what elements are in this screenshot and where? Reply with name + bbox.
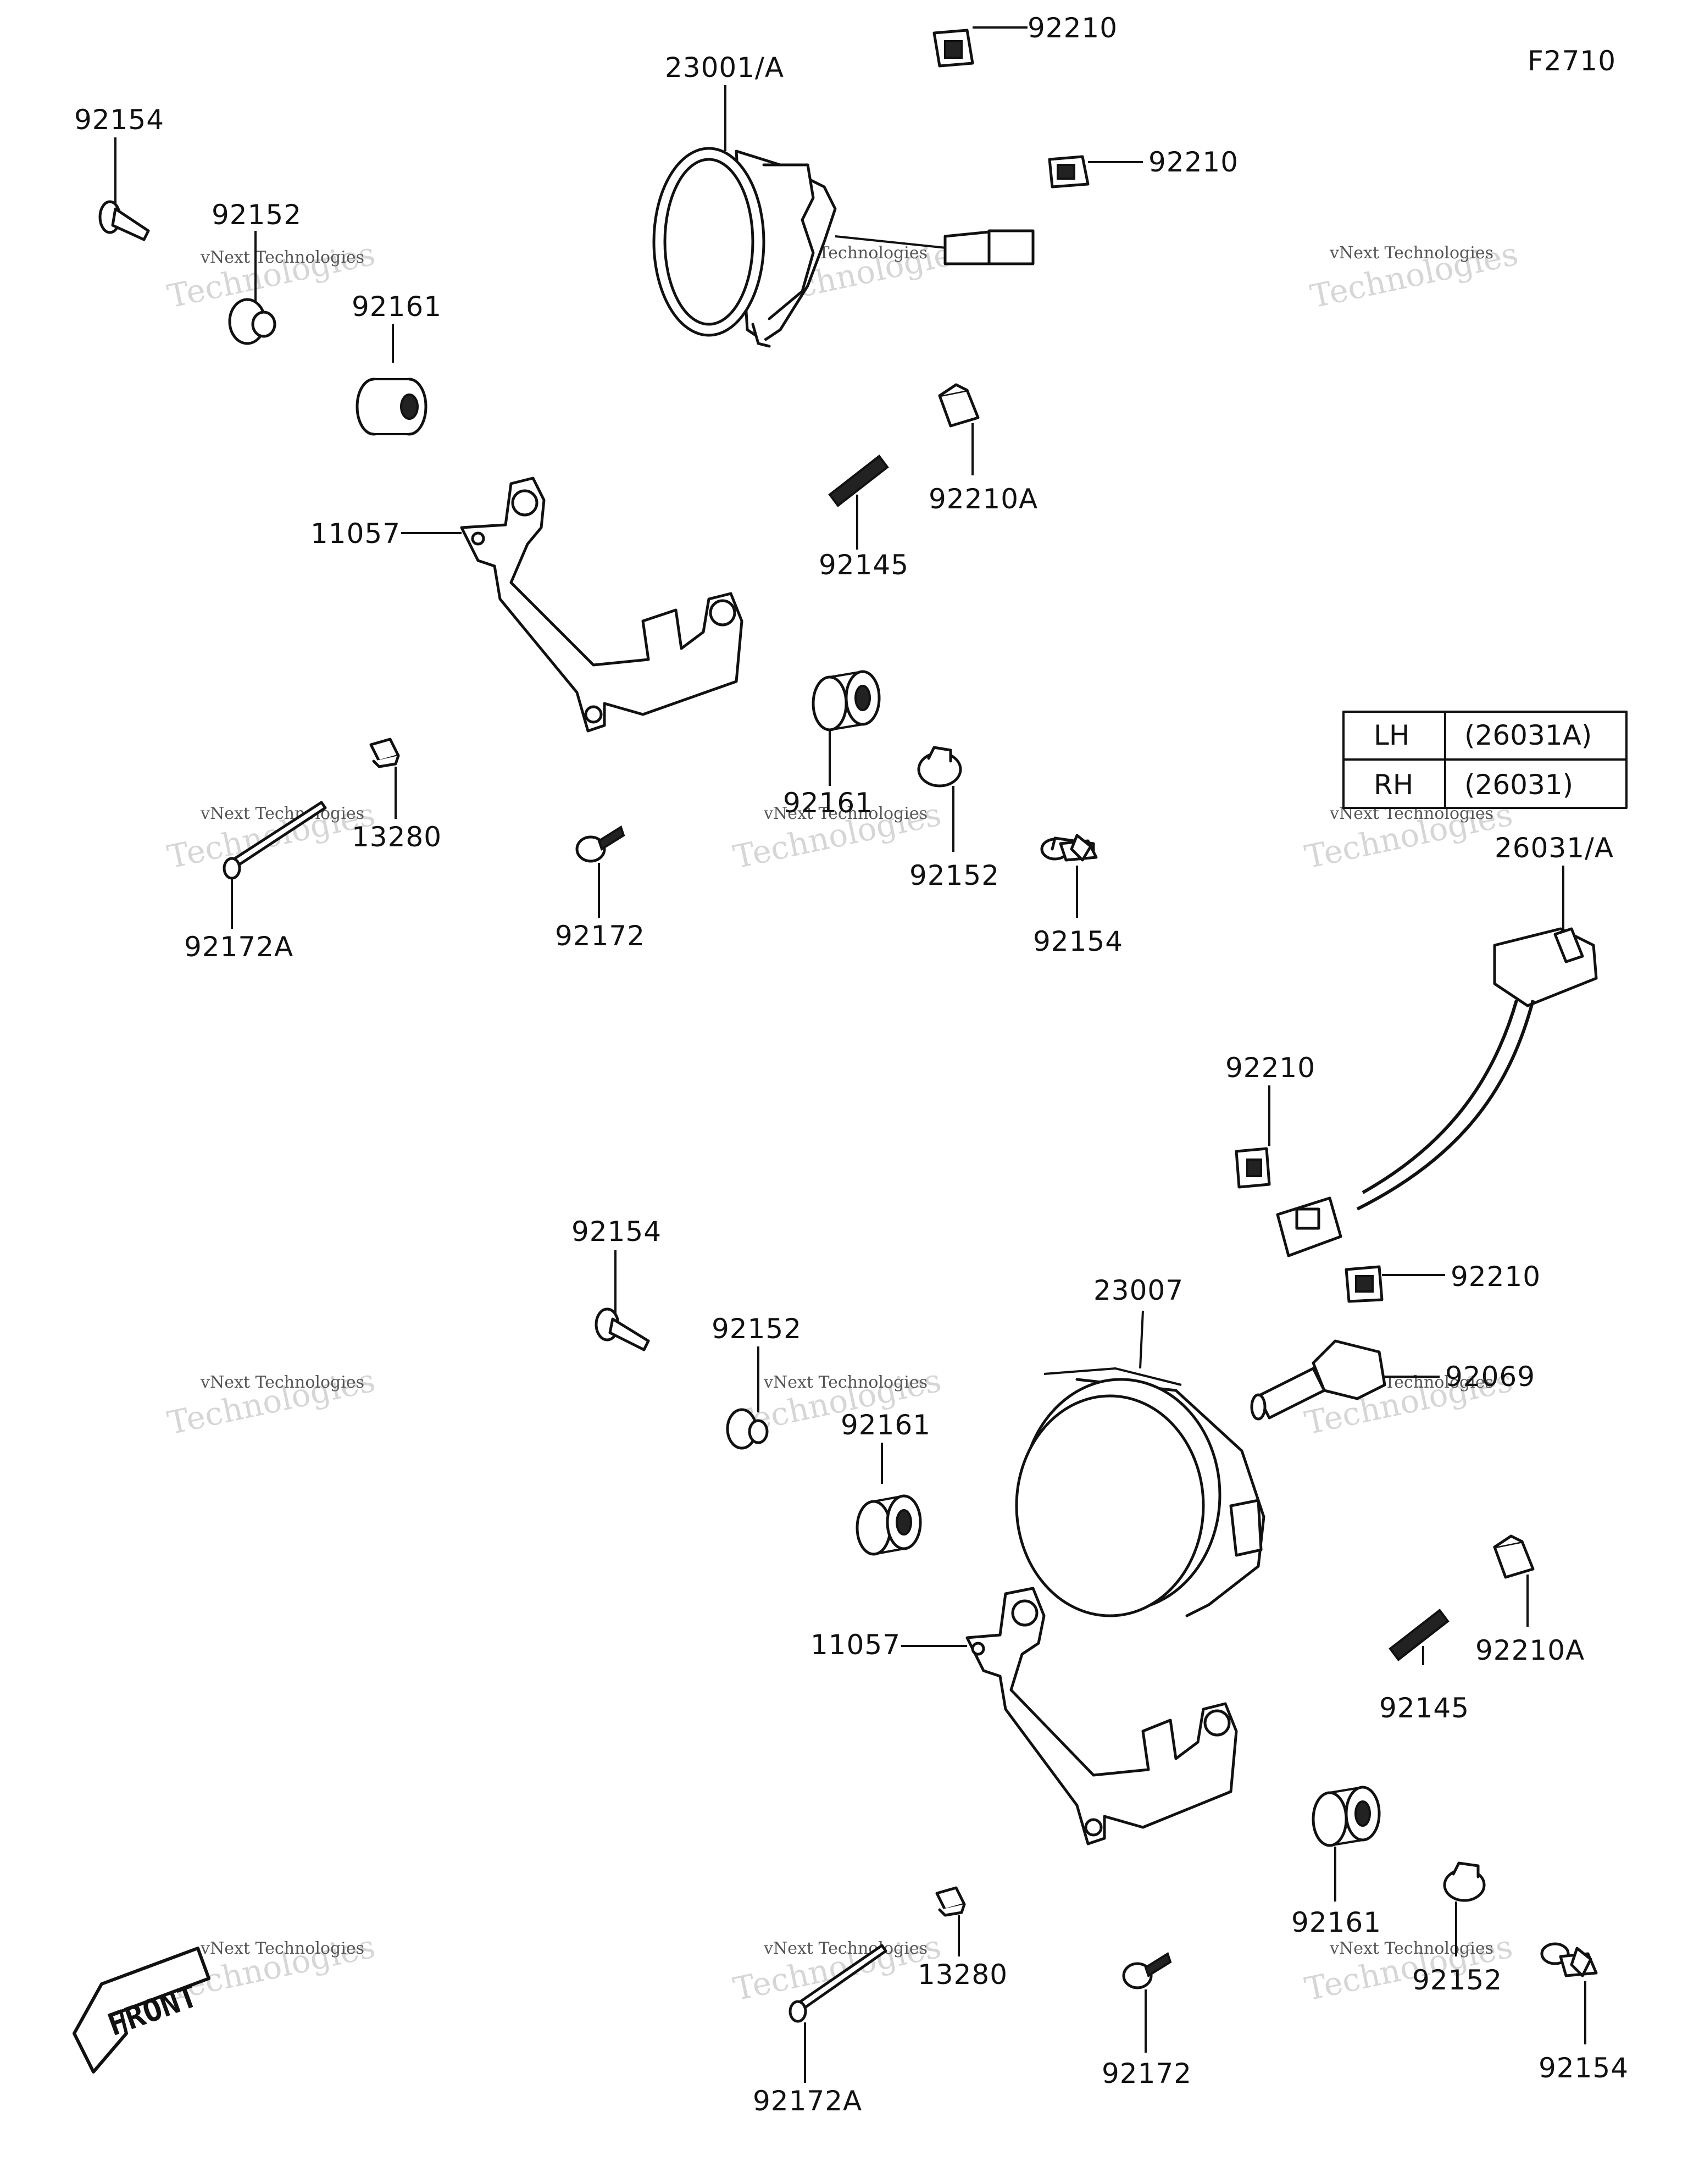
watermark: Technologies	[164, 235, 379, 315]
bolt-92154: 92154	[1033, 834, 1123, 957]
collar-92152: 92152	[712, 1313, 802, 1450]
bolt-92154: 92154	[74, 104, 164, 241]
nut-92210a: 92210A	[1475, 1534, 1585, 1666]
watermark-text: vNext Technologies	[200, 804, 364, 823]
bolt-92154: 92154	[571, 1216, 662, 1351]
bulb-92069: 92069	[1250, 1339, 1535, 1421]
part-label: 92210	[1225, 1052, 1315, 1084]
part-label: 92069	[1445, 1361, 1535, 1393]
part-label: 92152	[212, 199, 302, 231]
grommet-92161: 92161	[841, 1409, 931, 1556]
part-label: 92152	[712, 1313, 802, 1345]
watermark-text: vNext Technologies	[200, 1939, 364, 1958]
part-label: 23001/A	[665, 52, 784, 84]
clip-92210: 92210	[1225, 1052, 1315, 1189]
part-label: 23007	[1093, 1274, 1184, 1306]
clamp-13280: 13280	[352, 738, 442, 853]
bracket-11057: 11057	[310, 476, 743, 733]
bracket-11057: 11057	[810, 1587, 1238, 1845]
lamp-23007: 23007	[1015, 1274, 1265, 1617]
part-label: 92210A	[929, 483, 1038, 515]
table-cell: (26031A)	[1464, 719, 1592, 751]
screw-92172a: 92172A	[184, 801, 327, 963]
part-label: 92172A	[184, 931, 293, 963]
screw-92172: 92172	[1102, 1952, 1192, 2089]
part-label: 92161	[1291, 1906, 1381, 1938]
lamp-23001: 23001/A	[652, 52, 1035, 348]
part-label: 92161	[783, 787, 873, 819]
watermark-text: vNext Technologies	[763, 1939, 928, 1958]
harness-26031: 26031/A	[1276, 832, 1614, 1257]
table-cell: LH	[1374, 719, 1409, 751]
clip-92210: 92210	[932, 12, 1118, 68]
bolt-92154: 92154	[1539, 1942, 1629, 2084]
table-cell: (26031)	[1464, 769, 1573, 801]
part-label: 11057	[810, 1629, 901, 1661]
part-label: 92154	[571, 1216, 662, 1248]
part-label: 92210	[1028, 12, 1118, 44]
part-label: 13280	[352, 821, 442, 853]
collar-92152: 92152	[909, 746, 1000, 891]
grommet-92161: 92161	[783, 670, 881, 819]
nut-92210a: 92210A	[929, 383, 1038, 515]
part-label: 92210	[1148, 146, 1239, 178]
part-label: 92145	[1379, 1692, 1469, 1724]
part-label: 13280	[918, 1959, 1008, 1991]
variant-table: LH (26031A) RH (26031)	[1342, 711, 1628, 809]
table-cell: RH	[1374, 769, 1413, 801]
watermark-text: vNext Technologies	[763, 1373, 928, 1392]
grommet-92161: 92161	[352, 291, 442, 436]
part-label: 92154	[74, 104, 164, 136]
watermark-text: vNext Technologies	[200, 1373, 364, 1392]
watermark-text: vNext Technologies	[200, 248, 364, 267]
screw-92172a: 92172A	[753, 1944, 887, 2117]
watermark-text: vNext Technologies	[763, 804, 928, 823]
spring-92145: 92145	[819, 454, 909, 581]
collar-92152: 92152	[212, 199, 302, 345]
front-direction-badge: FRONT	[73, 1947, 210, 2074]
watermark-text: Technologies	[164, 235, 379, 315]
part-label: 92154	[1539, 2052, 1629, 2084]
grommet-92161: 92161	[1291, 1786, 1381, 1938]
part-label: 92210A	[1475, 1634, 1585, 1666]
part-label: 92172	[1102, 2058, 1192, 2089]
part-label: 92161	[841, 1409, 931, 1441]
watermark-text: vNext Technologies	[1329, 1939, 1493, 1958]
spring-92145: 92145	[1379, 1609, 1469, 1724]
part-label: 26031/A	[1495, 832, 1614, 864]
part-label: 92145	[819, 549, 909, 581]
part-label: 92172A	[753, 2085, 862, 2117]
part-label: 92172	[555, 920, 645, 952]
clip-92210: 92210	[1048, 146, 1239, 189]
screw-92172: 92172	[555, 825, 645, 952]
part-label: 92161	[352, 291, 442, 323]
clip-92210: 92210	[1345, 1261, 1541, 1303]
part-label: 92154	[1033, 925, 1123, 957]
clamp-13280: 13280	[918, 1886, 1008, 1991]
figure-code: F2710	[1528, 45, 1616, 77]
collar-92152: 92152	[1412, 1861, 1502, 1996]
part-label: 11057	[310, 518, 401, 550]
watermark-text: vNext Technologies	[1329, 243, 1493, 263]
part-label: 92210	[1451, 1261, 1541, 1293]
part-label: 92152	[909, 860, 1000, 891]
part-label: 92152	[1412, 1964, 1502, 1996]
